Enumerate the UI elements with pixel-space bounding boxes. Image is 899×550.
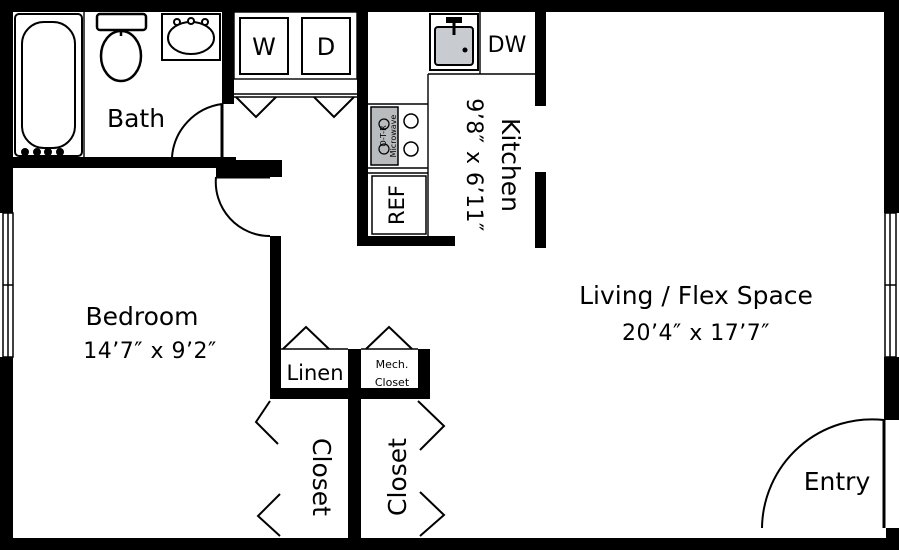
- mech-bifold: [365, 325, 413, 350]
- wall-kitchen-bottom: [357, 236, 455, 246]
- closet-right-bifold-top: [417, 400, 446, 451]
- washer-label: W: [252, 33, 276, 61]
- laundry-bifold-left: [235, 96, 277, 119]
- bath-door: [171, 103, 223, 158]
- kitchen-dimensions: 9’8″ x 6’11″: [461, 98, 486, 231]
- toilet-icon: [95, 12, 148, 83]
- closet-right-label: Closet: [383, 438, 412, 516]
- wall-right-lower: [884, 357, 899, 420]
- wall-mech-right: [418, 349, 430, 399]
- wall-kitchen-left: [357, 12, 368, 246]
- wall-bedroom-right: [270, 236, 281, 394]
- wall-kitchen-right-lower: [535, 172, 546, 248]
- linen-closet-label: Linen: [286, 361, 343, 385]
- wall-left-upper: [0, 0, 13, 213]
- wall-right-upper: [884, 0, 899, 213]
- wall-bedroom-top-stub: [216, 160, 282, 177]
- wall-left-lower: [0, 357, 13, 550]
- bedroom-dimensions: 14’7″ x 9’2″: [83, 339, 216, 364]
- closet-left-label: Closet: [307, 438, 336, 516]
- laundry-bifold-right: [313, 96, 355, 119]
- bedroom-label: Bedroom: [85, 302, 198, 331]
- kitchen-sink-icon: [429, 13, 479, 71]
- dryer-label: D: [317, 33, 335, 61]
- dishwasher-label: DW: [488, 33, 527, 58]
- washer-icon: W: [239, 17, 289, 75]
- closet-left-bifold-bottom: [256, 493, 281, 537]
- linen-bifold: [282, 325, 330, 350]
- bathtub-icon: [14, 13, 83, 157]
- kitchen-label: Kitchen: [496, 118, 525, 212]
- bedroom-door: [214, 176, 271, 238]
- refrigerator-icon: REF: [371, 175, 427, 235]
- range-label: O-T-R: [379, 125, 388, 147]
- wall-bath-right: [222, 12, 234, 104]
- bath-label: Bath: [107, 104, 165, 133]
- wall-bath-bottom: [13, 157, 236, 168]
- windows: [2, 212, 897, 358]
- closet-left-bifold-top: [254, 400, 279, 445]
- counter-lines: [83, 11, 535, 350]
- refrigerator-label: REF: [385, 185, 409, 225]
- wall-bottom: [0, 538, 899, 550]
- living-label: Living / Flex Space: [579, 281, 813, 310]
- bath-sink-icon: [161, 13, 221, 61]
- closet-right-bifold-bottom: [419, 491, 446, 537]
- mech-closet-label-line2: Closet: [375, 376, 410, 389]
- wall-right-bottom: [886, 528, 899, 550]
- dryer-icon: D: [301, 17, 351, 75]
- entry-door: [761, 418, 885, 529]
- doors: [171, 96, 886, 537]
- wall-top: [0, 0, 899, 12]
- wall-closets-center: [348, 349, 361, 538]
- range-microwave-icon: O-T-R Microwave: [370, 106, 419, 166]
- mech-closet-label-line1: Mech.: [376, 358, 409, 371]
- entry-label: Entry: [804, 467, 871, 496]
- wall-kitchen-right-upper: [535, 12, 546, 106]
- microwave-label: Microwave: [389, 115, 398, 158]
- living-dimensions: 20’4″ x 17’7″: [622, 321, 770, 346]
